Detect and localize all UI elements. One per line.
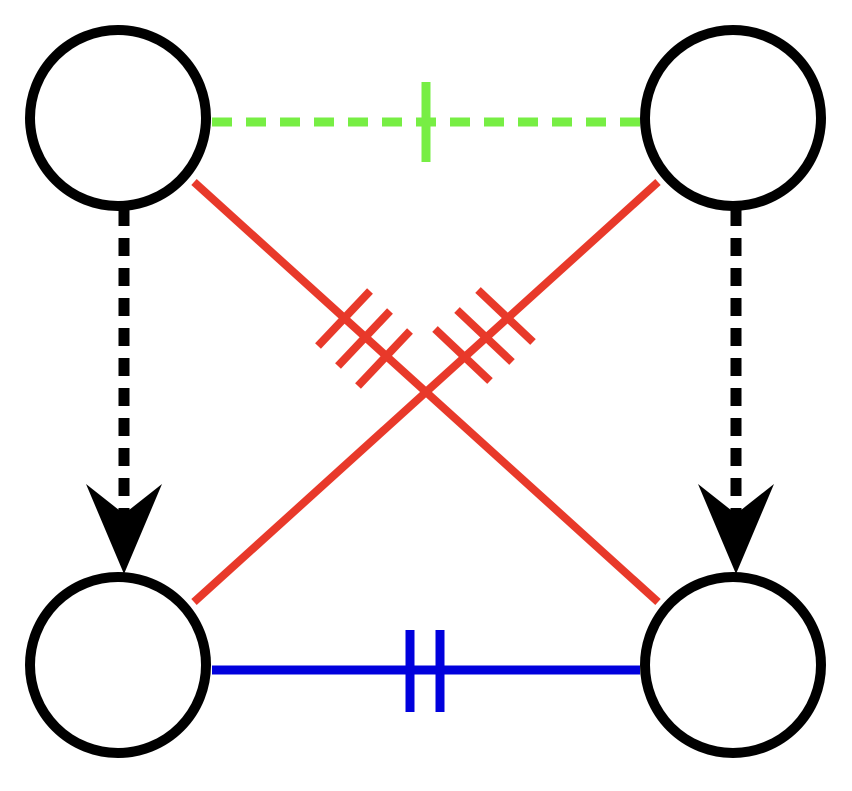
triple-tick-marks-tr-bl: [432, 287, 536, 384]
edge-diagonal-tr-bl: [191, 179, 661, 605]
node-bottom-left: [25, 572, 211, 758]
double-tick-marks-bottom: [405, 630, 445, 712]
triple-tick-marks-tl-br: [315, 288, 413, 389]
node-top-left: [25, 25, 211, 211]
node-top-right: [640, 25, 826, 211]
node-bottom-right: [640, 572, 826, 758]
arrowhead-right: [698, 484, 774, 574]
arrowhead-left: [86, 484, 162, 574]
